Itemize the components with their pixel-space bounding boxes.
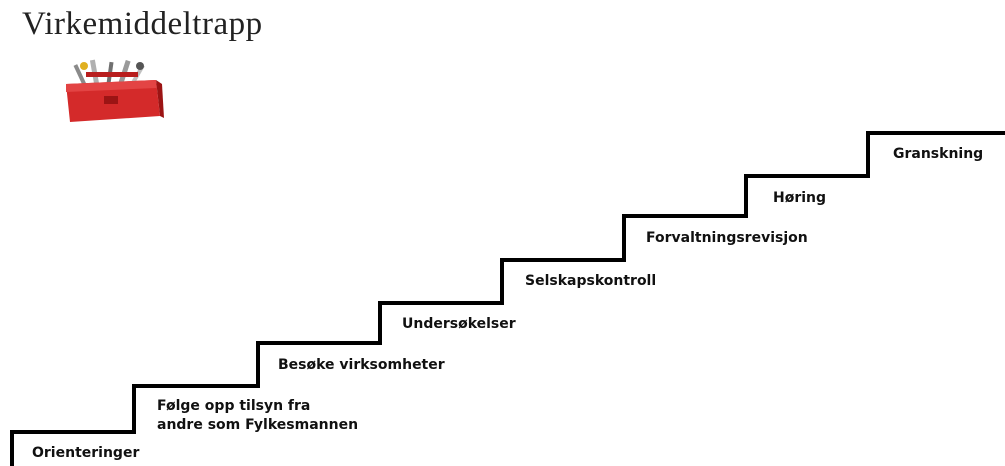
step-label-orienteringer: Orienteringer <box>32 445 140 461</box>
step-label-selskapskontroll: Selskapskontroll <box>525 273 657 289</box>
step-label-forvaltningsrevisjon: Forvaltningsrevisjon <box>646 230 808 246</box>
step-label-line: Følge opp tilsyn fra <box>157 398 311 414</box>
step-label-line: andre som Fylkesmannen <box>157 417 359 433</box>
stair-outline <box>10 131 1005 466</box>
step-label-granskning: Granskning <box>893 146 984 162</box>
toolbox-icon <box>66 59 164 122</box>
step-label-undersokelser: Undersøkelser <box>402 316 516 332</box>
step-label-besoke-virksomheter: Besøke virksomheter <box>278 357 445 373</box>
page-title: Virkemiddeltrapp <box>22 6 263 42</box>
step-label-horing: Høring <box>773 190 827 206</box>
step-label-folge-opp-tilsyn: Følge opp tilsyn fra andre som Fylkesman… <box>157 397 358 435</box>
